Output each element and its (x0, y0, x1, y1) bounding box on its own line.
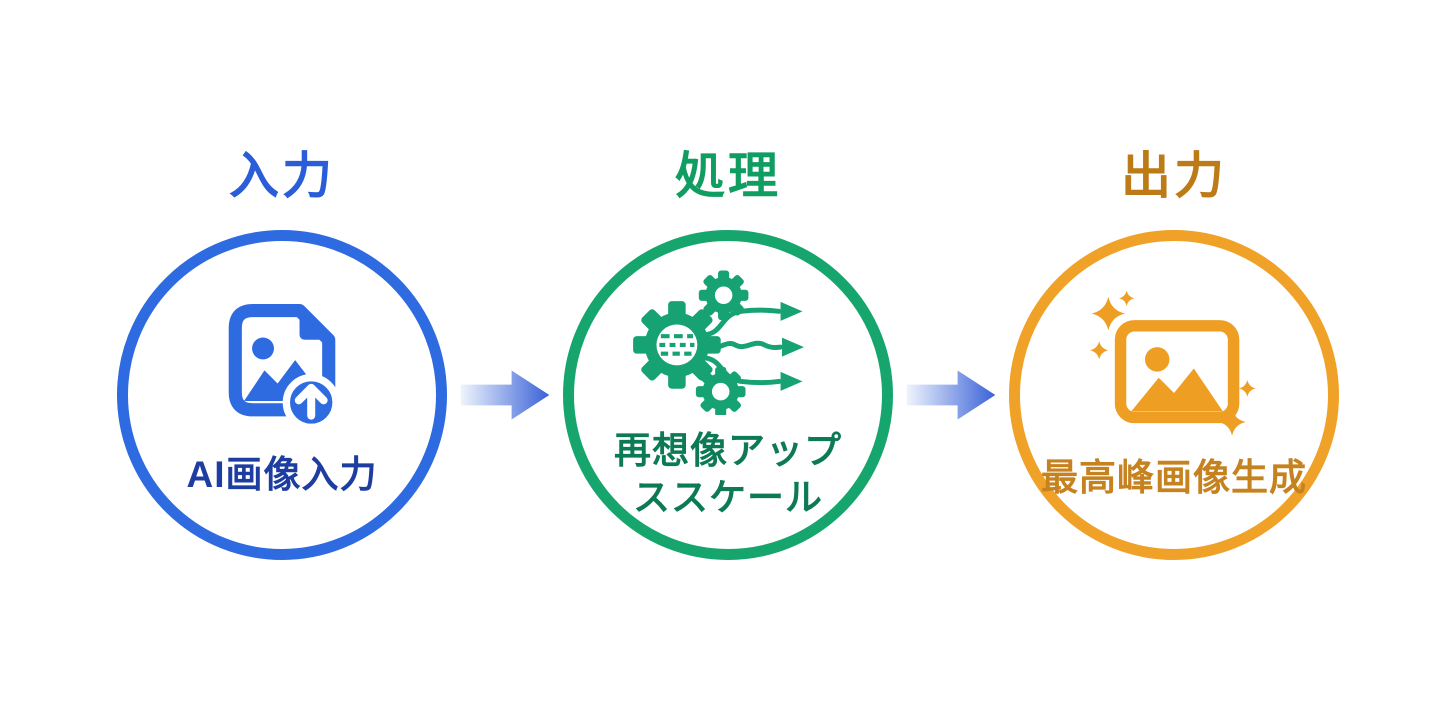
step-label: 最高峰画像生成 (1041, 457, 1307, 498)
step-output: 出力 最高峰画像生成 (1009, 148, 1339, 560)
step-circle-process: 再想像アップ ススケール (563, 230, 893, 560)
step-label: 再想像アップ ススケール (614, 430, 842, 518)
step-label: AI画像入力 (186, 453, 378, 495)
step-circle-output: 最高峰画像生成 (1009, 230, 1339, 560)
ai-processing-gears-icon (633, 270, 804, 415)
step-title: 出力 (1121, 148, 1227, 204)
process-flow: 入力 AI画像入力 (117, 148, 1339, 560)
right-arrow-icon (906, 370, 996, 420)
step-circle-input: AI画像入力 (117, 230, 447, 560)
step-input: 入力 AI画像入力 (117, 148, 447, 560)
image-upload-icon (228, 303, 340, 431)
step-process: 処理 (563, 148, 893, 560)
step-title: 入力 (229, 148, 335, 204)
sparkle-image-icon (1090, 290, 1256, 436)
step-title: 処理 (675, 148, 781, 204)
right-arrow-icon (460, 370, 550, 420)
